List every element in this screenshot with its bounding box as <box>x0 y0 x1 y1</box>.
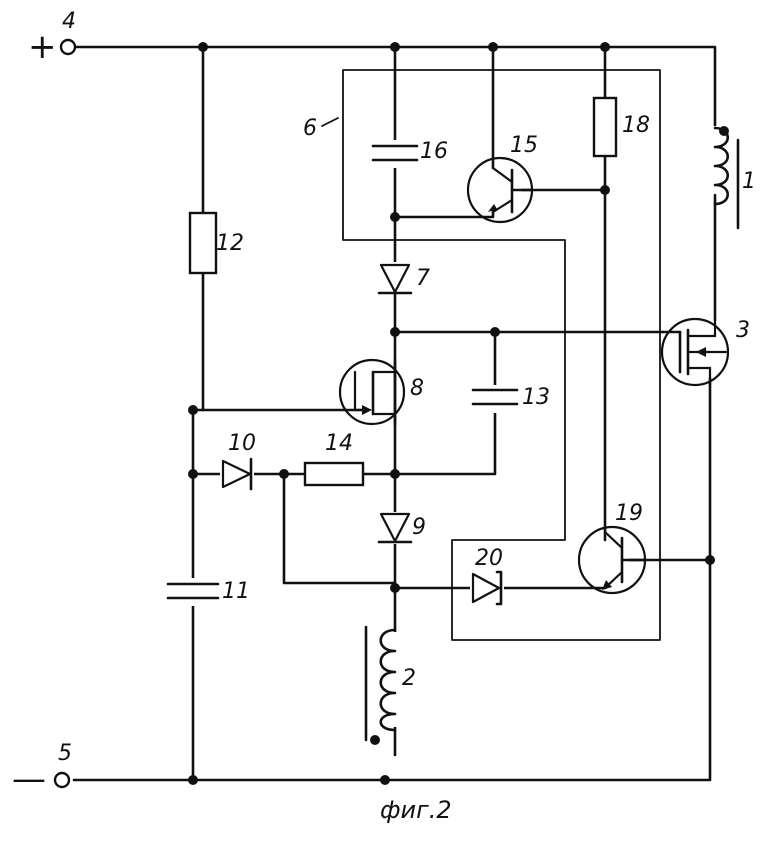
transistor-19 <box>577 525 647 595</box>
terminal-4-circle <box>59 38 77 56</box>
label-resistor-12: 12 <box>216 231 244 256</box>
transistor-15 <box>466 156 534 224</box>
wire-cap13 <box>393 330 497 476</box>
mosfet-3 <box>660 317 730 387</box>
label-transistor-15: 15 <box>510 133 538 158</box>
coil-1 <box>703 126 740 230</box>
resistor-14 <box>303 461 365 487</box>
label-resistor-18: 18 <box>622 113 650 138</box>
block-6-outline <box>342 69 661 641</box>
label-diode-9: 9 <box>412 515 426 540</box>
terminal-4-label: 4 <box>62 9 76 34</box>
label-mosfet-3: 3 <box>736 318 750 343</box>
figure-caption: фиг.2 <box>380 796 452 824</box>
wire-bottom-rail <box>72 376 712 782</box>
resistor-12 <box>188 211 218 275</box>
diode-10 <box>220 457 254 491</box>
label-transistor-8: 8 <box>410 376 424 401</box>
capacitor-16 <box>371 140 419 168</box>
junction-dots <box>188 42 715 785</box>
label-capacitor-16: 16 <box>420 139 448 164</box>
label-capacitor-13: 13 <box>522 385 550 410</box>
label-diode-20: 20 <box>475 546 503 571</box>
wire-d20-loop <box>282 472 397 585</box>
terminal-4-sign: + <box>28 27 57 67</box>
label-coil-2: 2 <box>402 666 416 691</box>
terminal-5-sign: — <box>12 759 46 799</box>
label-capacitor-11: 11 <box>222 579 250 604</box>
terminal-5-circle <box>53 771 71 789</box>
labels: + 4 — 5 1 2 3 6 7 8 9 10 11 12 13 14 15 … <box>12 9 756 824</box>
label-transistor-19: 19 <box>615 501 643 526</box>
coil-2 <box>364 625 402 745</box>
capacitor-13 <box>471 385 519 413</box>
label-coil-1: 1 <box>742 169 756 194</box>
diode-7 <box>377 262 413 295</box>
resistor-18 <box>592 96 618 158</box>
wire-top-rail <box>72 45 717 127</box>
terminal-5-label: 5 <box>58 741 72 766</box>
label-resistor-14: 14 <box>325 431 353 456</box>
diode-20 <box>470 570 504 606</box>
capacitor-11 <box>166 578 220 606</box>
label-diode-7: 7 <box>416 266 430 291</box>
label-diode-10: 10 <box>228 431 256 456</box>
diode-9 <box>377 512 413 544</box>
transistor-8 <box>338 358 406 426</box>
leader-block-6 <box>321 117 339 127</box>
label-block-6: 6 <box>303 116 317 141</box>
